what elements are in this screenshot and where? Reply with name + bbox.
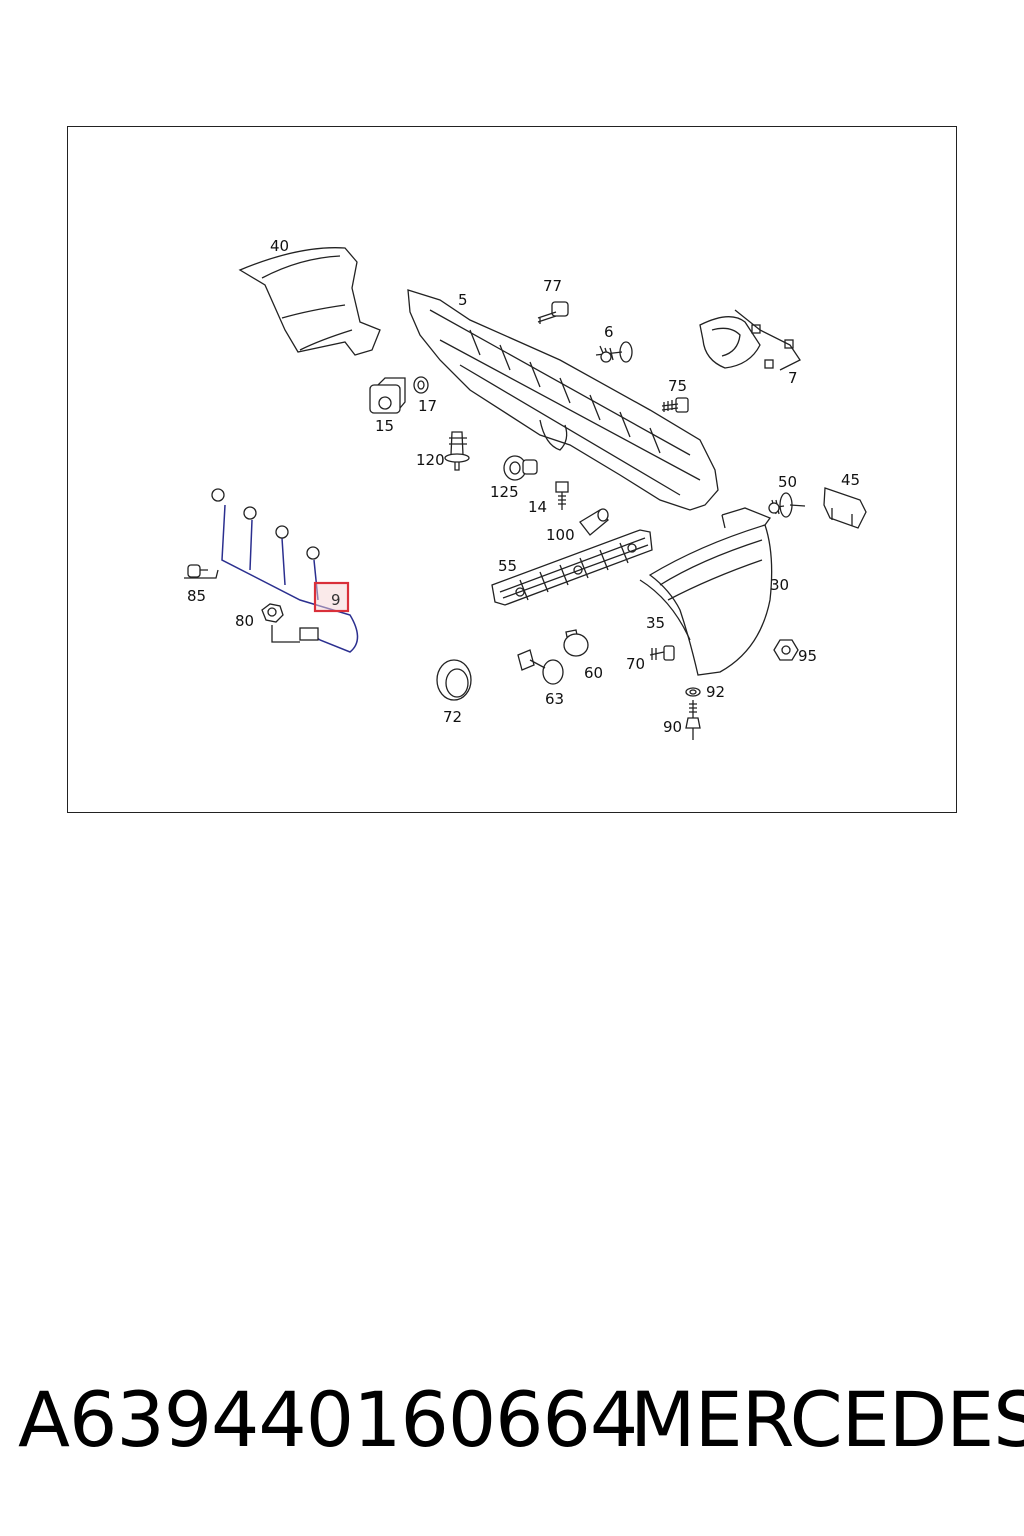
label-80: 80 <box>235 612 254 630</box>
label-5: 5 <box>458 291 468 309</box>
part-80-nut <box>261 603 300 643</box>
label-14: 14 <box>528 498 547 516</box>
part-125-clip <box>503 455 538 481</box>
label-85: 85 <box>187 587 206 605</box>
label-50: 50 <box>778 473 797 491</box>
label-45: 45 <box>841 471 860 489</box>
label-40: 40 <box>270 237 289 255</box>
part-60-push-rivet <box>563 629 589 657</box>
label-17: 17 <box>418 397 437 415</box>
label-77: 77 <box>543 277 562 295</box>
label-120: 120 <box>416 451 445 469</box>
highlight-box-part-9 <box>313 581 350 613</box>
part-14-screw <box>555 481 569 510</box>
label-100: 100 <box>546 526 575 544</box>
parts-diagram: 40 5 77 6 7 75 15 17 120 125 14 50 45 10… <box>184 237 867 740</box>
caption-bar: A639440160664 MERCEDES <box>0 1375 1024 1475</box>
part-6-clip <box>595 341 633 363</box>
part-72-plug <box>436 659 472 701</box>
part-100-spacer <box>579 508 609 536</box>
part-5-bumper-bracket <box>407 289 719 511</box>
label-70: 70 <box>626 655 645 673</box>
label-35: 35 <box>646 614 665 632</box>
part-17-ring <box>413 376 429 394</box>
label-72: 72 <box>443 708 462 726</box>
part-35-trim-strip <box>639 579 691 641</box>
label-90: 90 <box>663 718 682 736</box>
label-9: 9 <box>331 591 341 609</box>
label-63: 63 <box>545 690 564 708</box>
diagram-frame <box>67 126 957 813</box>
part-92-washer <box>685 687 701 697</box>
label-60: 60 <box>584 664 603 682</box>
label-30: 30 <box>770 576 789 594</box>
part-45-cap <box>823 487 867 529</box>
part-40-corner-cover <box>238 247 381 356</box>
part-95-nut <box>773 639 799 661</box>
part-number: A639440160664 <box>18 1375 638 1464</box>
part-63-rivet <box>517 649 564 685</box>
part-50-clip <box>768 492 806 518</box>
part-30-bumper-cover <box>648 507 773 676</box>
label-55: 55 <box>498 557 517 575</box>
part-9-wiring-harness <box>211 488 359 653</box>
part-15-sensor-holder <box>369 377 406 414</box>
label-15: 15 <box>375 417 394 435</box>
part-55-side-bracket <box>491 529 653 606</box>
part-85-clip <box>184 564 219 579</box>
label-125: 125 <box>490 483 519 501</box>
label-75: 75 <box>668 377 687 395</box>
part-120-rivet <box>444 431 470 471</box>
label-92: 92 <box>706 683 725 701</box>
part-77-screw <box>537 301 569 324</box>
brand-name: MERCEDES <box>630 1375 1024 1464</box>
part-90-bolt <box>685 700 701 740</box>
part-7-sensor-bracket <box>699 309 801 371</box>
part-70-screw <box>649 645 675 661</box>
label-6: 6 <box>604 323 614 341</box>
label-7: 7 <box>788 369 798 387</box>
part-75-screw <box>661 397 689 413</box>
label-95: 95 <box>798 647 817 665</box>
